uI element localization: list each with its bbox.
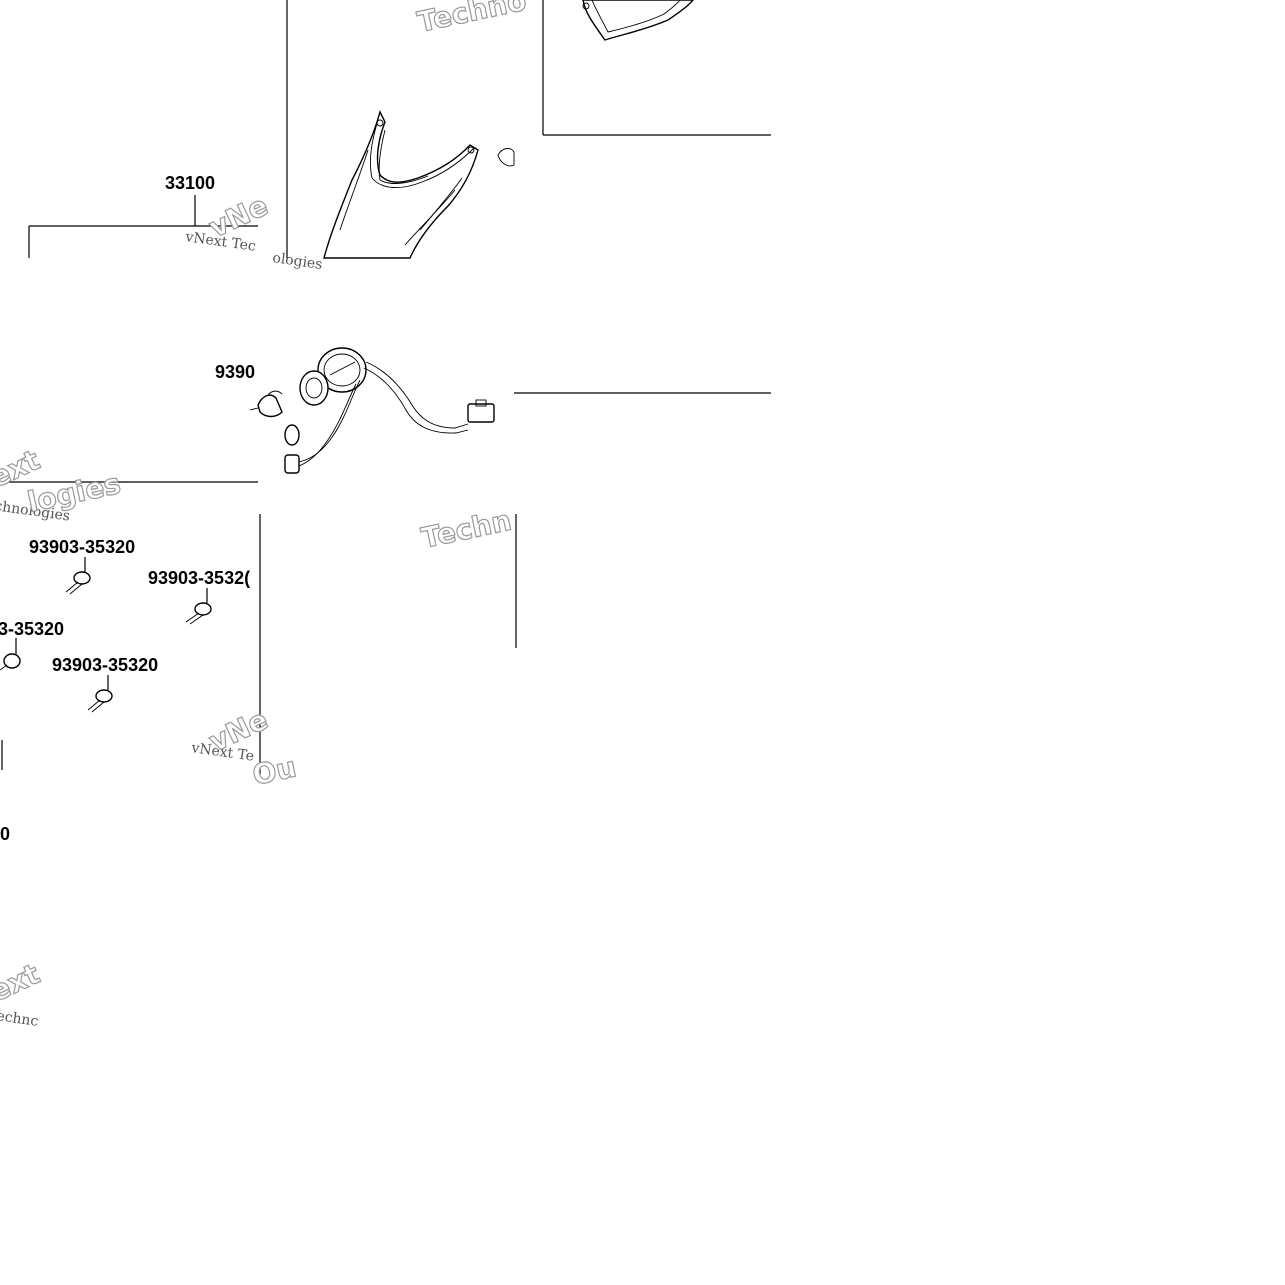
- socket-harness-part: [249, 347, 495, 474]
- watermarks: vNext Tec vNext Te ologies chnologies ec…: [0, 0, 530, 1030]
- watermark-ext-big-2: ext: [0, 957, 45, 1008]
- tail-light-housing-part: [323, 110, 515, 259]
- watermark-techno-big-2: Techn: [419, 504, 515, 555]
- screw-4-part: [87, 675, 113, 713]
- watermark-technologies-1: ologies: [271, 250, 323, 273]
- watermark-techno-big-1: Techno: [415, 0, 530, 39]
- callout-screw-2: 93903-3532(: [148, 568, 250, 588]
- callout-93903-partial: 9390: [215, 362, 255, 382]
- callout-screw-3: 3-35320: [0, 619, 64, 639]
- callout-screw-4: 93903-35320: [52, 655, 158, 675]
- callout-edge-fragment: 0: [0, 824, 10, 844]
- callout-screw-1: 93903-35320: [29, 537, 135, 557]
- lens-cover-part: [582, 0, 694, 41]
- screw-2-part: [185, 588, 212, 625]
- watermark-ou-big: Ou: [250, 750, 300, 791]
- watermark-technologies-3: echnc: [0, 1008, 39, 1030]
- callout-33100: 33100: [165, 173, 215, 193]
- screw-1-part: [65, 557, 91, 595]
- screw-3-part: [0, 638, 21, 671]
- frame-lines: [0, 0, 771, 775]
